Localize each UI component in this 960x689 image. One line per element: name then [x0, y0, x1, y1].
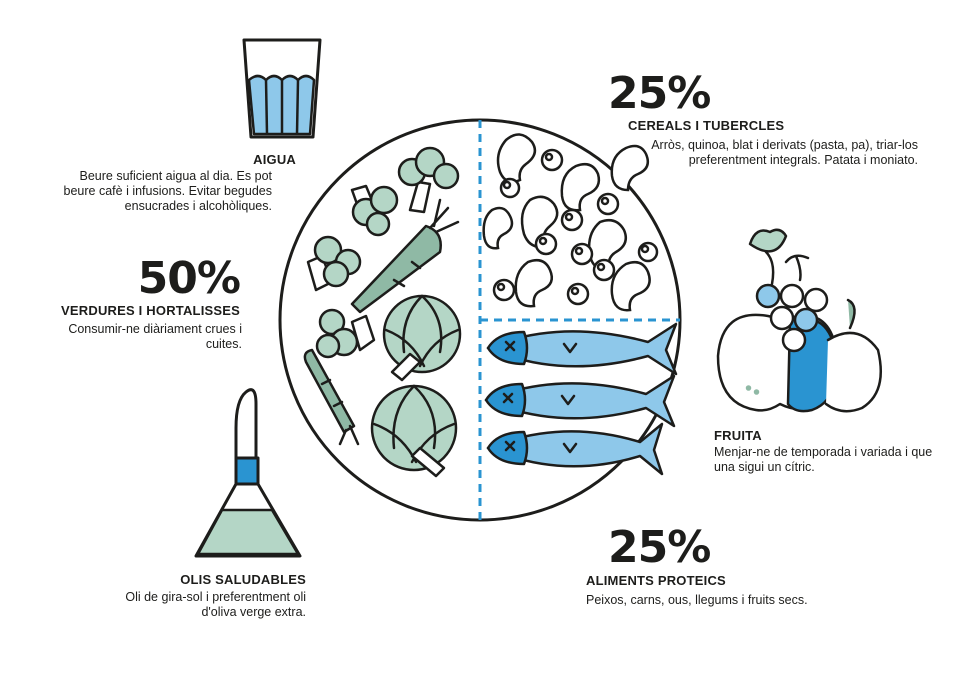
cereals-percent: 25% [608, 68, 711, 119]
vegetables-description: Consumir-ne diàriament crues i cuites. [68, 322, 242, 351]
water-description: Beure suficient aigua al dia. Es pot beu… [63, 169, 272, 213]
protein-percent: 25% [608, 522, 711, 573]
fish-icon [486, 422, 664, 476]
carrot-icon [350, 198, 460, 314]
broccoli-icon [397, 146, 460, 214]
fruit-description: Menjar-ne de temporada i variada i que u… [714, 445, 933, 474]
protein-description: Peixos, carns, ous, llegums i fruits sec… [586, 593, 808, 607]
chickpea-icon [499, 177, 521, 199]
leaf-icon [748, 228, 788, 286]
bean-icon [482, 206, 514, 250]
carrot-icon [303, 348, 360, 446]
legumes-group [482, 133, 659, 312]
water-heading: AIGUA [253, 152, 296, 167]
oil-bottle-icon [194, 388, 302, 558]
broccoli-icon [315, 308, 376, 359]
fish-icon [486, 322, 678, 376]
bean-icon [610, 261, 651, 312]
bean-icon [560, 163, 601, 212]
fish-icon [484, 374, 676, 428]
grapes-icon [755, 254, 829, 353]
chickpea-icon [534, 232, 558, 256]
chickpea-icon [637, 241, 659, 263]
chickpea-icon [540, 148, 564, 172]
broccoli-icon [306, 235, 362, 292]
bean-icon [496, 133, 537, 183]
fruit-group [716, 228, 882, 413]
vegetables-percent: 50% [137, 253, 241, 304]
fish-group [484, 322, 678, 476]
vegetables-heading: VERDURES I HORTALISSES [61, 303, 240, 318]
broccoli-icon [350, 184, 399, 237]
chickpea-icon [592, 258, 616, 282]
chickpea-icon [570, 242, 594, 266]
cereals-heading: CEREALS I TUBERCLES [628, 118, 785, 133]
fruit-heading: FRUITA [714, 428, 762, 443]
protein-heading: ALIMENTS PROTEICS [586, 573, 726, 588]
chickpea-icon [492, 278, 516, 302]
chickpea-icon [566, 282, 590, 306]
cereals-description: Arròs, quinoa, blat i derivats (pasta, p… [651, 138, 918, 167]
artichoke-icon [370, 384, 458, 478]
oils-description: Oli de gira-sol i preferentment oli d'ol… [125, 590, 306, 619]
water-glass-icon [242, 38, 322, 139]
artichoke-icon [382, 294, 462, 382]
bean-icon [514, 259, 553, 308]
oils-heading: OLIS SALUDABLES [180, 572, 306, 587]
bean-icon [610, 144, 649, 192]
vegetables-group [303, 146, 462, 478]
chickpea-icon [560, 208, 584, 232]
chickpea-icon [596, 192, 620, 216]
